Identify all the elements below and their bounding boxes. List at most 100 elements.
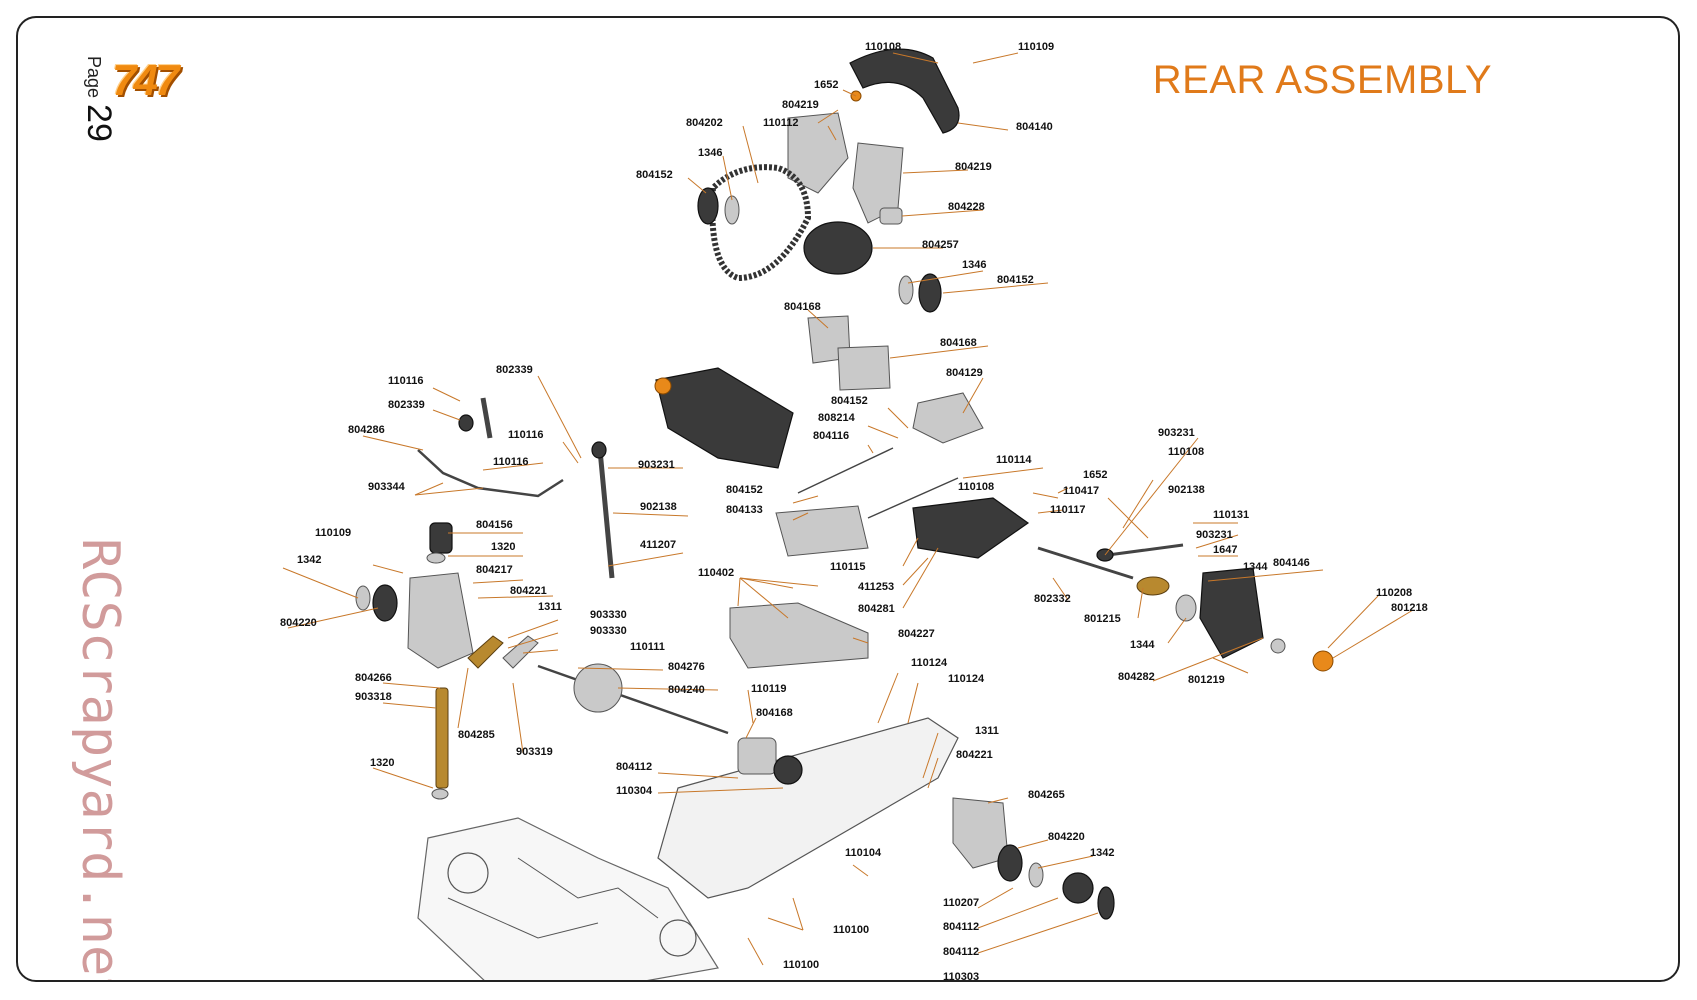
- part-label: 1342: [297, 554, 321, 566]
- part-label: 804281: [858, 603, 895, 615]
- part-label: 110111: [630, 641, 665, 653]
- top-brace-part: [849, 48, 960, 134]
- part-label: 110119: [751, 683, 787, 695]
- part-label: 804220: [280, 617, 317, 629]
- bearing-part: [918, 273, 942, 313]
- part-label: 804116: [813, 430, 849, 442]
- part-label: 110116: [388, 375, 424, 387]
- part-label: 1652: [1083, 469, 1107, 481]
- ball-part: [1270, 638, 1286, 654]
- brand-logo: 747: [112, 56, 179, 105]
- hinge-pin-part: [797, 447, 894, 494]
- brake-pad-part: [502, 635, 539, 669]
- rod-end-part: [591, 441, 607, 459]
- assembled-car-part: [417, 817, 719, 980]
- part-label: 903319: [516, 746, 553, 758]
- part-label: 801218: [1391, 602, 1428, 614]
- link-part: [480, 397, 493, 439]
- pulley-part: [773, 755, 803, 785]
- part-label: 804202: [686, 117, 723, 129]
- part-label: 110303: [943, 971, 979, 982]
- exploded-diagram: 110108 110109 1652 804219 804140 804202 …: [280, 41, 1428, 982]
- spacer-part: [879, 207, 903, 225]
- hub-part: [654, 377, 672, 395]
- lower-mount-part: [775, 505, 869, 557]
- part-label: 804228: [948, 201, 985, 213]
- part-label: 110131: [1213, 509, 1249, 521]
- part-label: 110108: [958, 481, 994, 493]
- part-label: 804152: [831, 395, 868, 407]
- shim-part: [426, 552, 446, 564]
- left-hub-carrier-part: [407, 572, 474, 669]
- part-label: 1320: [491, 541, 515, 553]
- part-label: 804129: [946, 367, 983, 379]
- part-label: 804257: [922, 239, 959, 251]
- anti-roll-bar-part: [417, 449, 564, 498]
- part-label: 1346: [962, 259, 986, 271]
- watermark-text: RCScrapyard.net: [70, 538, 130, 982]
- bearing-part: [1097, 886, 1115, 920]
- part-label: 110124: [948, 673, 985, 685]
- part-label: 110108: [865, 41, 901, 53]
- part-label: 802339: [496, 364, 533, 376]
- rear-arm-part: [655, 367, 794, 469]
- part-label: 110108: [1168, 446, 1204, 458]
- part-label: 804156: [476, 519, 513, 531]
- page-frame: Page 29 747 REAR ASSEMBLY: [16, 16, 1680, 982]
- brake-pad-part: [467, 635, 504, 669]
- part-label: 903318: [355, 691, 392, 703]
- part-label: 804219: [782, 99, 819, 111]
- part-label: 804146: [1273, 557, 1310, 569]
- part-label: 110402: [698, 567, 734, 579]
- wheel-hub-part: [1312, 650, 1334, 672]
- part-label: 1652: [814, 79, 838, 91]
- part-label: 801215: [1084, 613, 1121, 625]
- bearing-part: [1028, 862, 1044, 888]
- part-label: 110117: [1050, 504, 1086, 516]
- part-label: 110112: [763, 117, 799, 129]
- part-label: 804240: [668, 684, 705, 696]
- page-title: REAR ASSEMBLY: [1152, 58, 1492, 102]
- part-label: 808214: [818, 412, 856, 424]
- part-label: 804152: [997, 274, 1034, 286]
- part-label: 903344: [368, 481, 406, 493]
- bearing-part: [372, 584, 398, 622]
- part-label: 110104: [845, 847, 882, 859]
- part-label: 804152: [636, 169, 673, 181]
- differential-part: [803, 221, 873, 275]
- arm-mount-part: [912, 392, 984, 444]
- part-label: 902138: [1168, 484, 1205, 496]
- part-label: 804227: [898, 628, 935, 640]
- part-label: 1311: [538, 601, 562, 613]
- part-label: 110124: [911, 657, 948, 669]
- part-label: 903231: [1196, 529, 1233, 541]
- bearing-part: [355, 585, 371, 611]
- part-label: 804168: [940, 337, 977, 349]
- part-label: 804220: [1048, 831, 1085, 843]
- part-label: 804140: [1016, 121, 1053, 133]
- part-label: 804112: [943, 921, 979, 933]
- hub-carrier-part: [952, 797, 1009, 869]
- part-label: 1346: [698, 147, 722, 159]
- part-label: 1311: [975, 725, 999, 737]
- part-label: 110304: [616, 785, 653, 797]
- chassis-plate-part: [657, 717, 959, 899]
- center-mount-part: [729, 602, 869, 669]
- part-label: 110114: [996, 454, 1032, 466]
- lower-arm-part: [912, 497, 1030, 559]
- turnbuckle-part: [1107, 543, 1184, 557]
- part-labels: 110108 110109 1652 804219 804140 804202 …: [280, 41, 1428, 982]
- hub-carrier-part: [1199, 567, 1264, 659]
- part-label: 804282: [1118, 671, 1155, 683]
- shaft-part: [537, 664, 729, 735]
- parts-layer: [355, 48, 1334, 980]
- part-label: 110116: [493, 456, 529, 468]
- part-label: 110116: [508, 429, 544, 441]
- bearing-part: [1175, 594, 1197, 622]
- part-label: 1344: [1130, 639, 1155, 651]
- gear-housing-part: [737, 737, 777, 775]
- part-label: 804112: [616, 761, 652, 773]
- part-label: 804221: [956, 749, 993, 761]
- cup-part: [1136, 576, 1170, 596]
- belt-part: [709, 164, 812, 282]
